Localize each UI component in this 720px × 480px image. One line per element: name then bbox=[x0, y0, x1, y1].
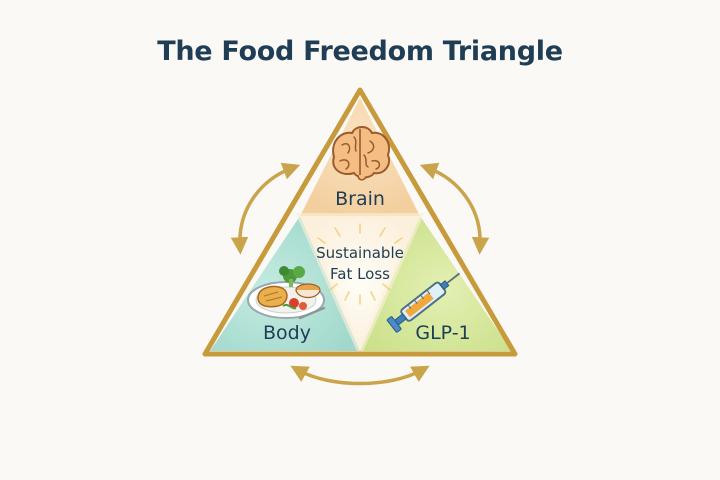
right-cycle-arrow bbox=[419, 162, 490, 255]
brain-label: Brain bbox=[335, 188, 385, 210]
center-region bbox=[300, 216, 420, 351]
center-label-line2: Fat Loss bbox=[330, 265, 390, 283]
meal-plate-icon bbox=[247, 266, 326, 320]
center-label-line1: Sustainable bbox=[316, 244, 404, 262]
syringe-icon bbox=[386, 272, 461, 333]
bottom-cycle-arrow bbox=[290, 365, 430, 386]
left-cycle-arrow bbox=[230, 162, 301, 255]
center-rays bbox=[317, 223, 403, 305]
body-label: Body bbox=[263, 322, 311, 344]
diagram-title: The Food Freedom Triangle bbox=[157, 36, 563, 67]
glp1-label: GLP-1 bbox=[415, 322, 470, 344]
brain-icon bbox=[332, 126, 390, 181]
